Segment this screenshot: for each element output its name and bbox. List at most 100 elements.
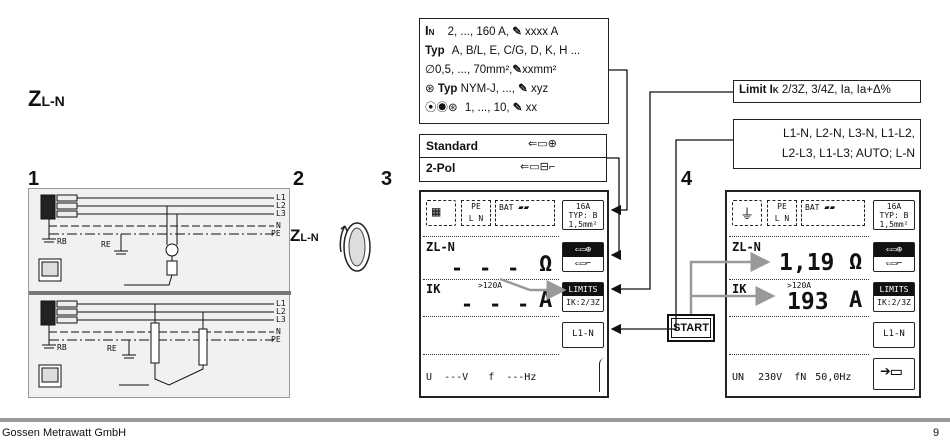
fn-value: 50,0Hz xyxy=(815,372,852,383)
edit-icon: ✎ xyxy=(512,102,523,114)
limits-label: LIMITS xyxy=(874,283,914,296)
ik-value: 193 xyxy=(787,289,829,315)
step-number-1: 1 xyxy=(28,168,40,190)
param-cross-range: ∅0,5, ..., 70mm², xyxy=(425,64,513,76)
label-re-bottom: RE xyxy=(107,344,117,353)
battery-icon: ▰▰ xyxy=(824,203,836,213)
start-button-label: START xyxy=(673,322,709,334)
save-icon: ➔▭ xyxy=(880,361,902,382)
limit-box: Limit IK 2/3Z, 3/4Z, Ia, Ia+Δ% xyxy=(733,80,921,103)
step-number-3: 3 xyxy=(381,168,393,190)
bracket-mark xyxy=(599,358,605,392)
two-pole-probe-icon: ⇐▭⊟⌐ xyxy=(520,161,556,173)
ik-limit: >120A xyxy=(478,281,503,290)
device-icon-button[interactable]: ▦ xyxy=(426,200,456,226)
param-parallel: ⦿◉⊛ 1, ..., 10, ✎ xx xyxy=(425,99,603,118)
bat-label: BAT xyxy=(805,203,820,212)
fuse-type: TYP: B xyxy=(568,211,598,220)
pe-label: PE xyxy=(471,202,481,211)
range-line-1: L1-N, L2-N, L3-N, L1-L2, xyxy=(782,126,915,140)
limit-prefix: Limit I xyxy=(739,84,773,96)
range-select-button[interactable]: L1-N xyxy=(873,322,915,348)
fuse-settings-button[interactable]: 16A TYP: B 1,5mm² xyxy=(562,200,604,230)
param-type-label: Typ xyxy=(425,45,445,57)
range-box: L1-N, L2-N, L3-N, L1-L2, L2-L3, L1-L3; A… xyxy=(733,119,921,169)
un-value: 230V xyxy=(758,372,783,383)
u-value: ---V xyxy=(444,372,469,383)
separator xyxy=(729,316,869,317)
probe-standard-icon: ⇐▭⊕ xyxy=(563,243,603,257)
separator xyxy=(423,279,559,280)
limits-value: IK:2/3Z xyxy=(877,298,911,307)
voltage-readout: UN 230V fN 50,0Hz xyxy=(732,372,851,383)
probe-standard-icon: ⇐▭⊕ xyxy=(874,243,914,257)
f-label: f xyxy=(488,372,495,383)
limits-value: IK:2/3Z xyxy=(566,298,600,307)
probe-standard-label: Standard xyxy=(426,139,479,153)
range-select-button[interactable]: L1-N xyxy=(562,322,604,348)
label-re: RE xyxy=(101,240,111,249)
battery-icon: ▰▰ xyxy=(518,203,530,213)
limit-subscript: K xyxy=(772,86,779,95)
fuse-cross-section: 1,5mm² xyxy=(879,220,909,229)
rotary-symbol: Z xyxy=(290,226,301,245)
footer-page-number: 9 xyxy=(933,427,940,439)
save-button[interactable]: ➔▭ xyxy=(873,358,915,390)
wire-label-pe: PE xyxy=(271,229,281,238)
param-cable-label: Typ xyxy=(437,83,458,95)
probe-select-button[interactable]: ⇐▭⊕ ⇐▭⌐ xyxy=(873,242,915,272)
fuse-rating: 16A xyxy=(575,202,591,211)
wire-label-n-bottom: N xyxy=(276,327,281,336)
fuse-settings-button[interactable]: 16A TYP: B 1,5mm² xyxy=(873,200,915,230)
limits-label: LIMITS xyxy=(563,283,603,296)
u-label: U xyxy=(426,372,433,383)
edit-icon: ✎ xyxy=(512,64,522,76)
heading-subscript: L-N xyxy=(41,93,65,109)
connection-status: PE L N xyxy=(767,200,797,226)
param-in-symbol: I xyxy=(425,23,429,38)
battery-status: BAT ▰▰ xyxy=(495,200,555,226)
probe-standard-row: Standard ⇐▭⊕ xyxy=(420,135,606,157)
standard-probe-icon: ⇐▭⊕ xyxy=(528,138,557,150)
rotary-subscript: L-N xyxy=(300,232,319,244)
edit-icon: ✎ xyxy=(518,83,528,95)
rotary-switch-icon[interactable] xyxy=(335,216,377,278)
param-rated-current: IN 2, ..., 160 A, ✎ xxxx A xyxy=(425,21,603,42)
probe-2pol-icon: ⇐▭⌐ xyxy=(574,259,592,269)
start-button[interactable]: START xyxy=(667,314,715,342)
fuse-type: TYP: B xyxy=(879,211,909,220)
z-unit: Ω xyxy=(539,252,553,277)
footer-company: Gossen Metrawatt GmbH xyxy=(2,427,127,439)
bat-label: BAT xyxy=(499,203,514,212)
edit-icon: ✎ xyxy=(512,26,522,38)
voltage-readout: U ---V f ---Hz xyxy=(426,372,536,383)
separator xyxy=(729,354,869,355)
heading-symbol: Z xyxy=(28,86,42,111)
param-in-subscript: N xyxy=(428,28,435,37)
connection-icon-button[interactable]: ⏚ xyxy=(732,200,762,226)
limit-values: 2/3Z, 3/4Z, Ia, Ia+Δ% xyxy=(781,84,891,96)
param-cable-custom: xyz xyxy=(531,83,549,95)
label-rb: RB xyxy=(57,237,67,246)
param-cross-section: ∅0,5, ..., 70mm²,✎xxmm² xyxy=(425,61,603,80)
z-value: 1,19 xyxy=(779,250,835,276)
param-cross-custom: xxmm² xyxy=(522,64,557,76)
wire-label-pe-bottom: PE xyxy=(271,335,281,344)
wire-label-l1: L1 xyxy=(276,193,286,202)
param-in-range: 2, ..., 160 A, xyxy=(447,26,509,38)
conductor-icons: ⦿◉⊛ xyxy=(425,102,458,114)
wire-label-n: N xyxy=(276,221,281,230)
display-result: ⏚ PE L N BAT ▰▰ 16A TYP: B 1,5mm² ZL-N 1… xyxy=(725,190,921,398)
limits-button[interactable]: LIMITS IK:2/3Z xyxy=(873,282,915,312)
rotary-label: ZL-N xyxy=(290,226,319,246)
probe-select-button[interactable]: ⇐▭⊕ ⇐▭⌐ xyxy=(562,242,604,272)
limits-button[interactable]: LIMITS IK:2/3Z xyxy=(562,282,604,312)
instrument-icon: ▦ xyxy=(432,204,441,220)
wiring-diagram: L1 L2 L3 N PE RB RE xyxy=(29,193,291,388)
step-number-4: 4 xyxy=(681,168,693,190)
section-heading: ZL-N xyxy=(28,86,65,112)
param-in-custom: xxxx A xyxy=(525,26,559,38)
param-cable-type: ⊛ Typ NYM-J, ..., ✎ xyz xyxy=(425,80,603,99)
separator xyxy=(423,354,559,355)
separator xyxy=(729,279,869,280)
